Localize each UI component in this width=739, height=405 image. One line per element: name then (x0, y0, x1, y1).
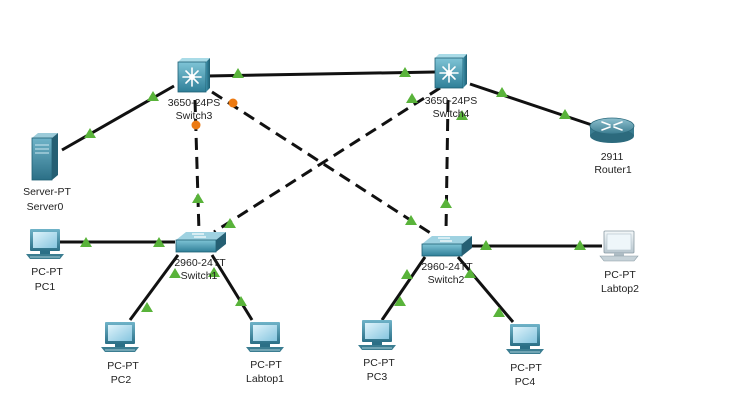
port-up-indicator (456, 110, 468, 120)
link-switch1-labtop1[interactable] (210, 254, 254, 321)
pc4-type-label: PC-PT (510, 362, 542, 374)
pc2-type-label: PC-PT (107, 360, 139, 372)
port-up-indicator (232, 68, 244, 78)
server0-type-label: Server-PT (23, 186, 71, 198)
switch4-device[interactable] (434, 54, 467, 89)
labtop1-device[interactable] (246, 322, 284, 352)
switch3-name-label: Switch3 (176, 110, 213, 122)
switch4-type-label: 3650-24PS (425, 95, 478, 107)
port-status-markers (80, 67, 586, 317)
link-switch3-switch4[interactable] (206, 70, 436, 78)
labtop2-device[interactable] (599, 230, 639, 262)
router1-device[interactable] (589, 117, 635, 143)
switch3-device[interactable] (177, 58, 210, 93)
link-switch2-pc4[interactable] (456, 256, 515, 323)
pc3-device[interactable] (358, 320, 396, 350)
port-up-indicator (496, 87, 508, 97)
router1-type-label: 2911 (601, 151, 624, 163)
server0-name-label: Server0 (27, 201, 64, 213)
port-up-indicator (399, 67, 411, 77)
labtop2-name-label: Labtop2 (601, 283, 639, 295)
port-up-indicator (401, 269, 413, 279)
port-up-indicator (440, 198, 452, 208)
pc-icon (506, 324, 544, 354)
pc3-name-label: PC3 (367, 371, 388, 383)
switch1-type-label: 2960-24TT (174, 257, 226, 269)
pc-icon (246, 322, 284, 352)
port-up-indicator (235, 296, 247, 306)
labtop1-name-label: Labtop1 (246, 373, 284, 385)
port-up-indicator (405, 215, 417, 225)
switch2-name-label: Switch2 (428, 274, 465, 286)
pc-icon (358, 320, 396, 350)
switch1-device[interactable] (175, 232, 226, 253)
port-up-indicator (224, 218, 236, 228)
switch2-device[interactable] (421, 236, 472, 257)
port-up-indicator (141, 302, 153, 312)
port-up-indicator (147, 91, 159, 101)
port-up-indicator (80, 237, 92, 247)
pc1-type-label: PC-PT (31, 266, 63, 278)
multilayer-switch-icon (434, 54, 467, 89)
link-switch2-pc3[interactable] (380, 256, 427, 321)
link-switch4-switch1[interactable] (213, 86, 441, 234)
router1-name-label: Router1 (594, 164, 632, 176)
server0-device[interactable] (31, 133, 58, 181)
multilayer-switch-icon (177, 58, 210, 93)
switch-icon (175, 232, 226, 253)
port-up-indicator (169, 268, 181, 278)
pc4-name-label: PC4 (515, 376, 536, 388)
port-up-indicator (84, 128, 96, 138)
port-up-indicator (493, 307, 505, 317)
switch3-type-label: 3650-24PS (168, 97, 221, 109)
laptop-icon (599, 230, 639, 262)
pc2-device[interactable] (101, 322, 139, 352)
switch-icon (421, 236, 472, 257)
port-pending-indicator (228, 98, 238, 108)
link-switch4-router1[interactable] (469, 82, 593, 127)
pc-icon (101, 322, 139, 352)
link-switch1-pc2[interactable] (128, 254, 180, 321)
pc3-type-label: PC-PT (363, 357, 395, 369)
pc4-device[interactable] (506, 324, 544, 354)
port-up-indicator (153, 237, 165, 247)
port-up-indicator (208, 267, 220, 277)
port-up-indicator (574, 240, 586, 250)
port-up-indicator (559, 109, 571, 119)
port-up-indicator (464, 268, 476, 278)
switch4-name-label: Switch4 (433, 108, 470, 120)
switch2-type-label: 2960-24TT (421, 261, 473, 273)
link-switch3-server0[interactable] (61, 84, 175, 152)
port-up-indicator (406, 93, 418, 103)
port-up-indicator (480, 240, 492, 250)
link-switch4-switch2[interactable] (444, 99, 450, 233)
router-icon (589, 117, 635, 143)
port-up-indicator (394, 296, 406, 306)
labtop2-type-label: PC-PT (604, 269, 636, 281)
labtop1-type-label: PC-PT (250, 359, 282, 371)
pc-icon (26, 229, 64, 259)
pc1-device[interactable] (26, 229, 64, 259)
pc2-name-label: PC2 (111, 374, 132, 386)
server-icon (31, 133, 58, 181)
switch1-name-label: Switch1 (181, 270, 218, 282)
port-pending-indicator (191, 120, 201, 130)
pc1-name-label: PC1 (35, 281, 56, 293)
link-switch3-switch2[interactable] (211, 90, 433, 236)
port-up-indicator (192, 193, 204, 203)
